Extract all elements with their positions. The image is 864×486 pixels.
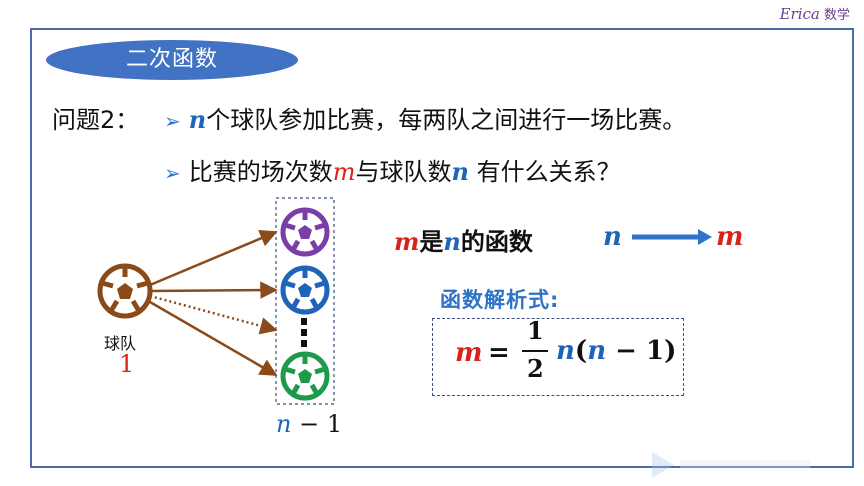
paren-open: ( [574,336,588,366]
soccer-ball-icon [280,265,330,315]
map-to: m [716,222,744,252]
expression-label: 函数解析式: [440,288,560,312]
bullet-1-text: 个球队参加比赛，每两队之间进行一场比赛。 [206,106,687,134]
formula-box [432,318,684,396]
bullet-arrow-icon: ➢ [164,109,181,133]
bullet-2: ➢ 比赛的场次数m与球队数n 有什么关系？ [164,152,621,187]
arrow-to-ball-1 [149,230,278,287]
play-watermark-icon [652,452,810,478]
soccer-ball-icon [280,351,330,401]
formula-numerator: 1 [527,316,544,345]
bullet-1: ➢ n个球队参加比赛，每两队之间进行一场比赛。 [164,100,686,135]
var-n: n [276,410,292,438]
formula-denominator: 2 [527,354,544,383]
arrow-dotted [149,294,278,335]
formula-equals: = [488,338,510,368]
formula-lhs: m [455,338,483,368]
var-n: n [587,336,607,366]
team-label: 球队 [104,334,137,353]
var-n: n [188,105,207,134]
fraction-bar [522,350,548,352]
bullet-2-text-c: 有什么关系？ [468,158,621,186]
var-m: m [332,158,356,186]
slide-frame [30,28,854,468]
relation-text-b: 的函数 [460,228,533,256]
vertical-ellipsis-icon [301,318,307,347]
minus-one: − 1) [606,336,677,366]
relation-text-a: 是 [419,228,444,256]
team-number: 1 [119,350,135,378]
brand-name: Erica [779,5,820,23]
soccer-ball-icon [97,263,153,319]
var-n: n [556,336,575,366]
var-n: n [451,157,469,186]
bullet-2-text-b: 与球队数 [355,158,452,186]
formula-rest: n(n − 1) [556,336,676,366]
var-m: m [394,227,420,256]
arrow-to-ball-3 [149,300,278,377]
brand-subject: 数学 [823,8,850,23]
bullet-arrow-icon: ➢ [164,161,181,185]
brand-logo: Erica 数学 [780,4,850,23]
arrow-to-ball-2 [149,281,278,299]
question-label: 问题2： [52,106,140,134]
mapping-arrow-icon [632,229,712,245]
map-from: n [603,222,622,252]
topic-pill: 二次函数 [46,40,298,80]
relation-statement: m是n的函数 [394,222,533,257]
count-rest: − 1 [291,410,343,438]
bullet-2-text-a: 比赛的场次数 [188,158,333,186]
soccer-ball-icon [280,207,330,257]
team-count-label: n − 1 [276,410,342,438]
var-n: n [443,227,461,256]
